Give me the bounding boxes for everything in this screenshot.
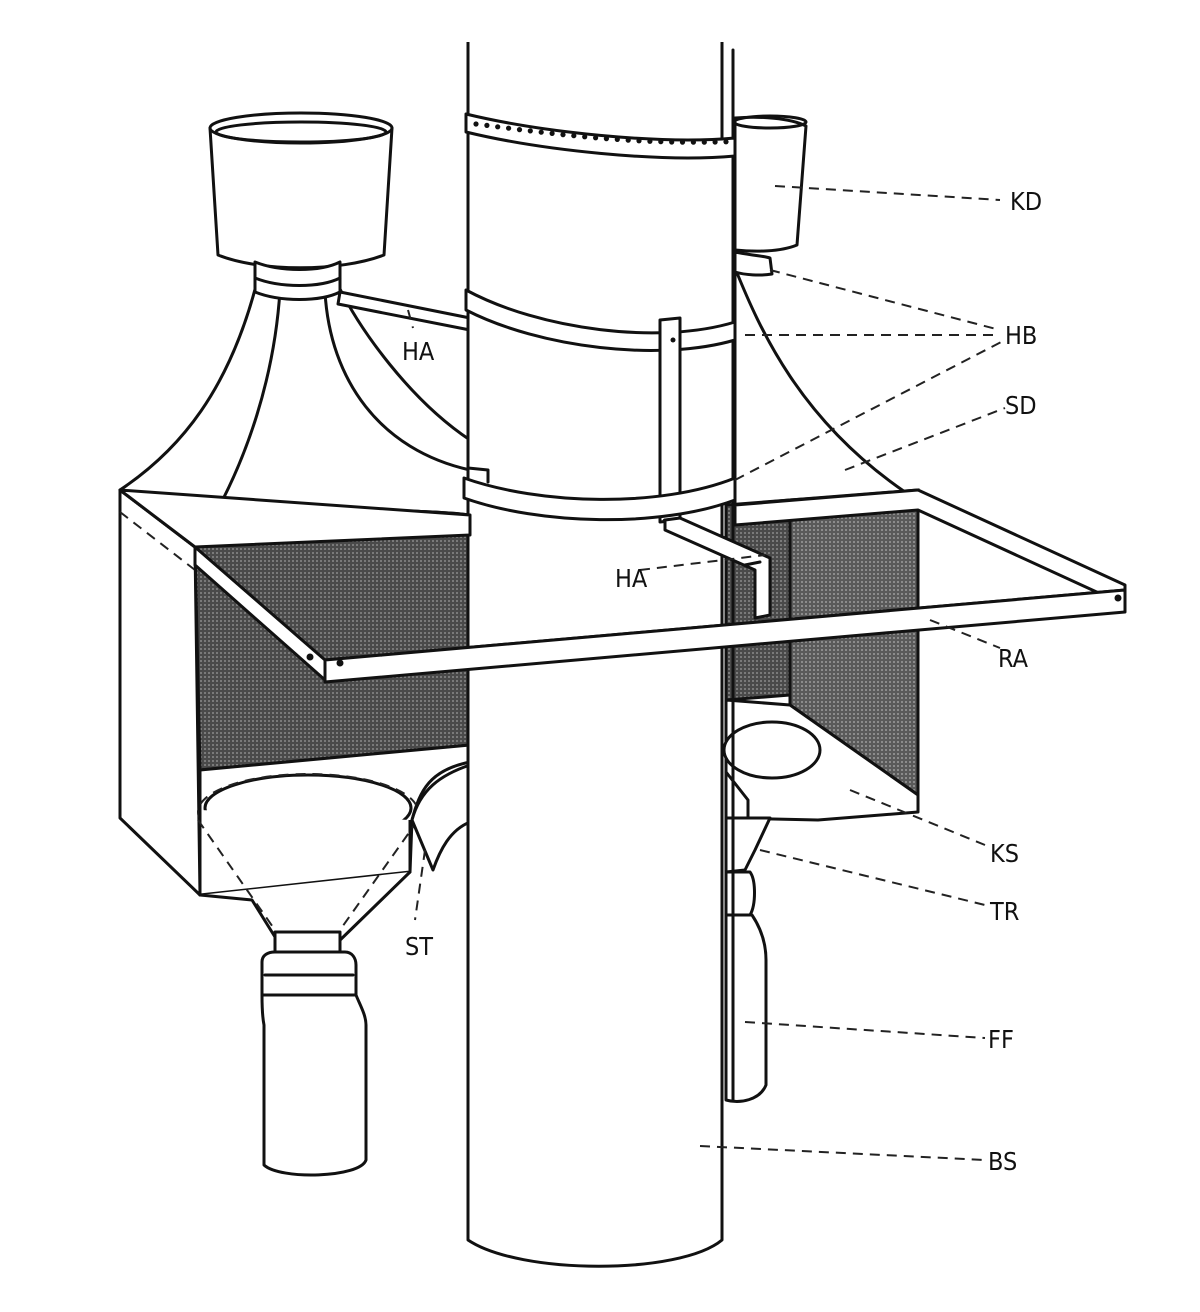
perforation-hole: [516, 127, 523, 133]
perforation-hole: [506, 125, 512, 131]
perforation-hole: [527, 128, 533, 134]
perforation-hole: [549, 130, 555, 136]
perforation-hole: [723, 139, 729, 145]
leader-lines: [407, 185, 1006, 1161]
label-ra: RA: [998, 644, 1029, 673]
right-sampler-unit: [722, 114, 920, 1103]
perforation-holes: [473, 121, 729, 145]
perforation-hole: [647, 138, 653, 144]
label-tr: TR: [989, 897, 1019, 926]
perforation-hole: [473, 121, 479, 127]
left-mesh-screen: [193, 509, 472, 772]
perforation-hole: [484, 122, 490, 128]
left-bottle: [260, 993, 368, 1177]
perforation-hole: [571, 133, 577, 139]
label-ha-upper: HA: [402, 337, 435, 366]
perforation-hole: [614, 136, 620, 142]
left-collection-cup: [208, 126, 394, 270]
lower-band-clamp: [462, 476, 737, 522]
perforation-hole: [658, 139, 664, 145]
part-labels: KD HB SD HA HA RA KS TR ST FF BS: [402, 187, 1042, 1176]
perforation-hole: [560, 132, 566, 138]
perforation-hole: [582, 134, 588, 140]
right-funnel-bowl: [722, 720, 822, 780]
label-st: ST: [405, 932, 433, 961]
frame-left-rail: [118, 488, 472, 549]
perforation-hole: [495, 124, 501, 130]
label-bs: BS: [988, 1147, 1017, 1176]
label-hb: HB: [1005, 321, 1037, 350]
rain-rack-frame: [118, 488, 1127, 684]
vertical-bracket: [658, 316, 682, 524]
right-collection-cup: [733, 115, 808, 253]
perforation-hole: [538, 129, 544, 135]
perforation-hole: [690, 139, 697, 145]
label-ff: FF: [988, 1025, 1014, 1054]
perforation-hole: [679, 139, 686, 145]
lower-hose-arm: [663, 516, 772, 620]
right-funnel-shroud: [733, 266, 907, 507]
label-ks: KS: [990, 839, 1019, 868]
perforation-hole: [593, 135, 599, 141]
perforated-band: [464, 112, 737, 160]
frame-front-bar: [323, 588, 1127, 684]
perforation-hole: [701, 139, 707, 145]
perforation-hole: [636, 138, 642, 144]
perforation-hole: [603, 136, 610, 142]
right-bottle-cap: [724, 870, 756, 917]
perforation-hole: [625, 137, 631, 143]
right-hose-band: [733, 250, 774, 277]
left-box-outer-wall: [118, 488, 202, 897]
perforation-hole: [669, 139, 675, 145]
perforation-hole: [712, 139, 718, 145]
label-sd: SD: [1005, 391, 1037, 420]
label-kd: KD: [1010, 187, 1042, 216]
label-ha-lower: HA: [615, 564, 648, 593]
right-funnel-tube: [724, 816, 772, 874]
